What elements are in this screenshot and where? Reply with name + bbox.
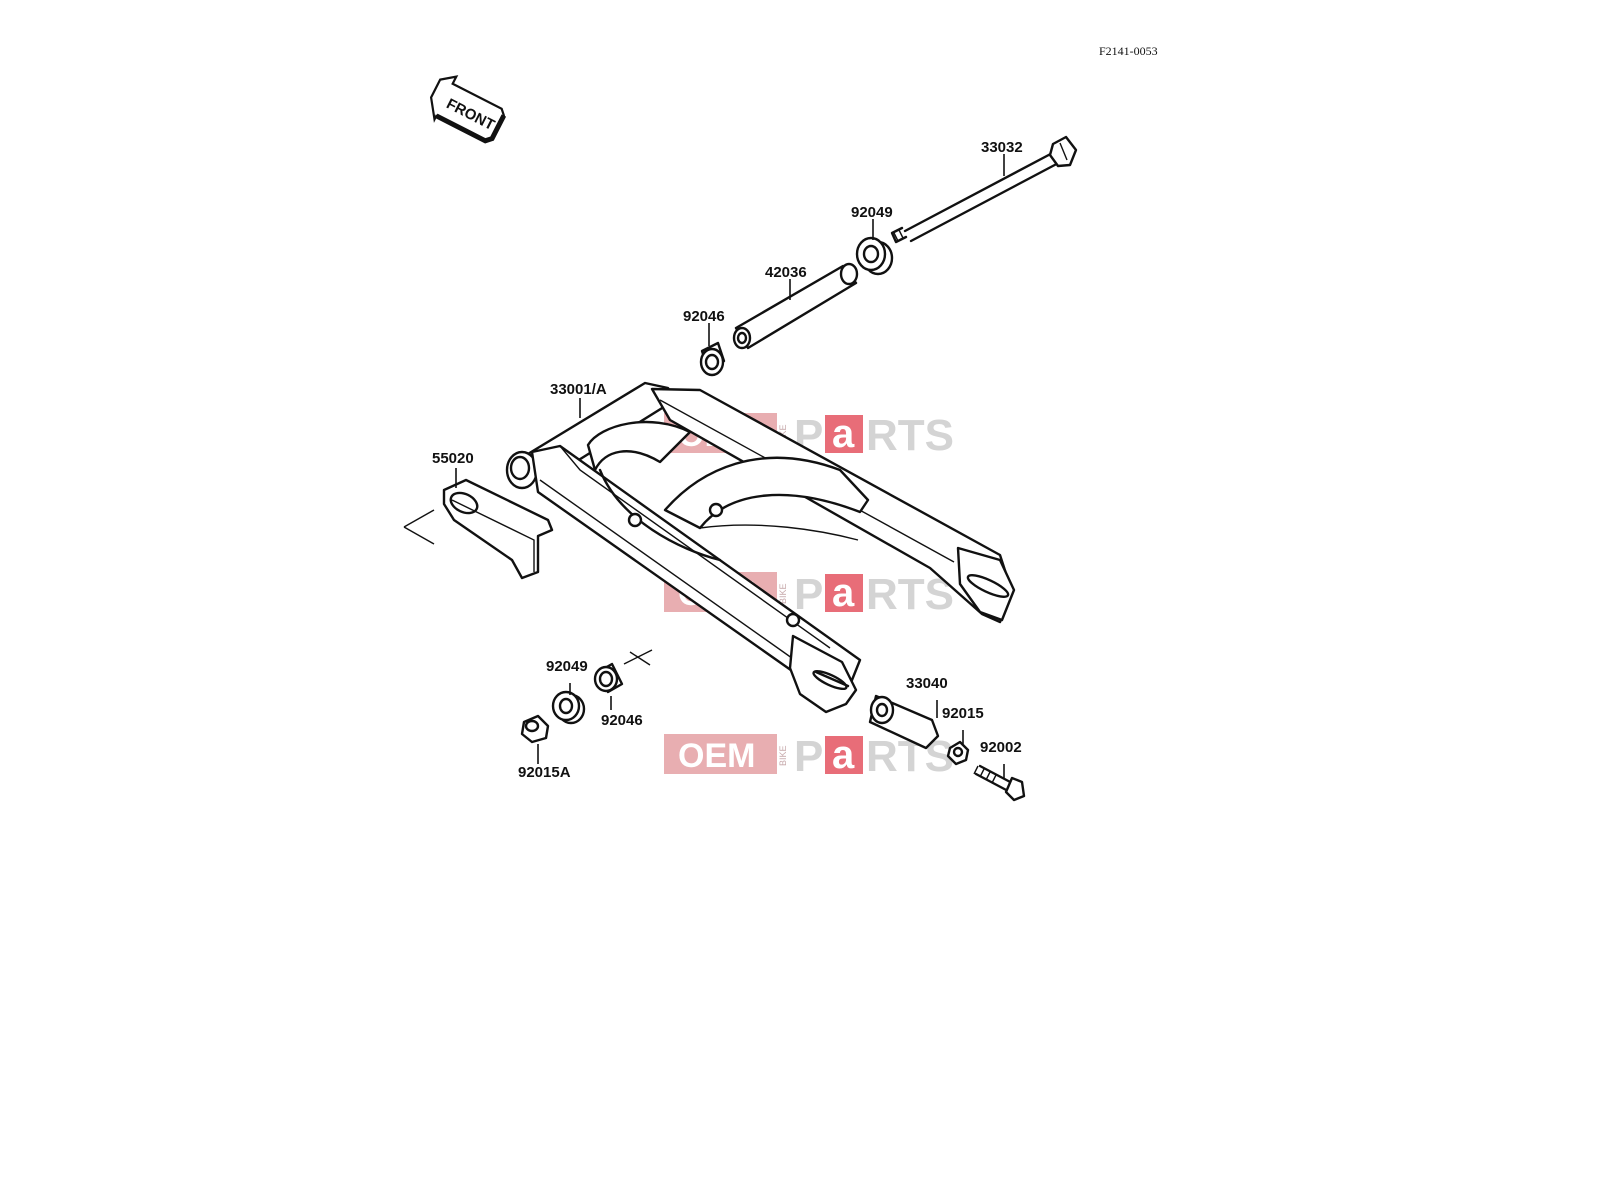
needle-bearing-top [699,341,726,377]
svg-text:P: P [794,732,823,781]
collar-bottom [551,690,586,725]
svg-text:OEM: OEM [678,737,755,775]
needle-bearing-bottom [593,662,624,694]
diagram-code: F2141-0053 [1099,44,1158,58]
part-label-33001A: 33001/A [550,381,607,398]
part-label-92046-top: 92046 [683,308,725,325]
svg-text:P: P [794,570,823,619]
svg-text:a: a [832,571,855,615]
part-label-92015: 92015 [942,705,984,722]
svg-text:a: a [832,733,855,777]
part-label-92046-bottom: 92046 [601,712,643,729]
part-label-42036: 42036 [765,264,807,281]
pivot-shaft-bolt [890,135,1078,244]
bearing-guide-line-2 [629,651,651,666]
part-label-55020: 55020 [432,450,474,467]
part-label-33040: 33040 [906,675,948,692]
nut-adjuster [946,740,970,766]
part-label-92049-bottom: 92049 [546,658,588,675]
part-label-92049-top: 92049 [851,204,893,221]
chain-guard-guide-line [403,509,435,528]
front-arrow-icon: FRONT [429,75,507,144]
watermark-3: OEM BIKE P a RTS [664,732,954,781]
part-label-92015A: 92015A [518,764,571,781]
collar-top [855,236,894,276]
chain-guard [442,478,554,580]
svg-text:RTS: RTS [866,411,954,460]
chain-adjuster [868,694,940,750]
adjuster-bolt [973,764,1026,802]
part-label-33032: 33032 [981,139,1023,156]
svg-text:a: a [832,412,855,456]
nut-bottom [520,714,550,744]
chain-guard-guide-line-2 [403,526,435,545]
sleeve [732,262,859,350]
part-label-92002: 92002 [980,739,1022,756]
svg-text:BIKE: BIKE [778,583,788,604]
svg-text:BIKE: BIKE [778,745,788,766]
swingarm [505,381,1016,714]
svg-text:RTS: RTS [866,570,954,619]
